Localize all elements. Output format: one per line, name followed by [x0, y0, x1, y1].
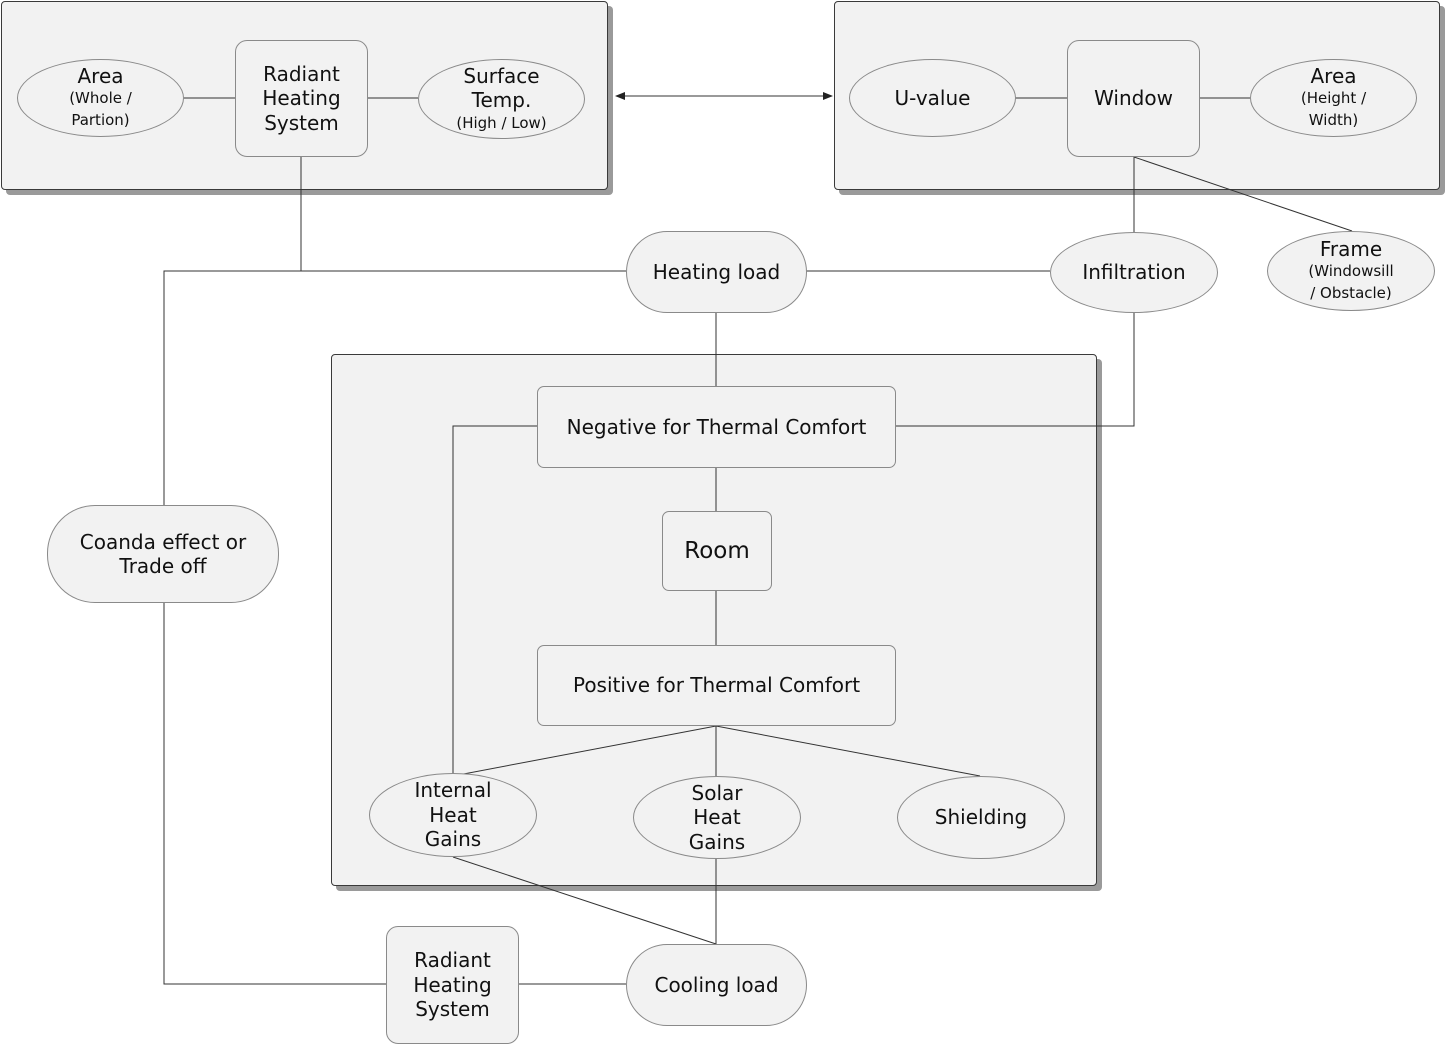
link-heating-coanda — [163, 270, 626, 505]
coanda-line-1: Coanda effect or — [79, 529, 247, 554]
infiltration-label: Infiltration — [1082, 260, 1186, 285]
infiltration-node: Infiltration — [1050, 232, 1218, 313]
window-area-detail-2: Width) — [1308, 111, 1359, 130]
radiant-heating-system-node: Radiant Heating System — [235, 40, 368, 157]
surface-title-1: Surface — [463, 63, 540, 88]
link-positive-shielding — [715, 725, 981, 777]
solar-line-1: Solar — [691, 780, 743, 805]
coanda-line-2: Trade off — [119, 554, 207, 578]
window-area-title: Area — [1310, 64, 1357, 89]
internal-heat-gains-node: Internal Heat Gains — [369, 773, 537, 857]
heating-load-node: Heating load — [626, 231, 807, 313]
solar-heat-gains-node: Solar Heat Gains — [633, 776, 801, 859]
area-detail-2: Partion) — [71, 111, 130, 130]
area-height-width-node: Area (Height / Width) — [1250, 59, 1417, 137]
u-value-label: U-value — [894, 85, 971, 110]
internal-line-3: Gains — [424, 827, 482, 852]
link-positive-internal — [452, 725, 717, 777]
window-node: Window — [1067, 40, 1200, 157]
link-infiltration-negative — [895, 313, 1135, 427]
u-value-node: U-value — [849, 59, 1016, 137]
surface-temp-node: Surface Temp. (High / Low) — [418, 59, 585, 139]
surface-title-2: Temp. — [471, 88, 532, 113]
solar-line-3: Gains — [688, 829, 746, 854]
frame-node: Frame (Windowsill / Obstacle) — [1267, 231, 1435, 311]
internal-line-1: Internal — [414, 778, 492, 803]
shielding-label: Shielding — [934, 805, 1028, 830]
radiant-heating-system-bottom-node: Radiant Heating System — [386, 926, 519, 1044]
window-label: Window — [1094, 86, 1173, 111]
window-area-detail-1: (Height / — [1300, 89, 1367, 108]
shielding-node: Shielding — [897, 776, 1065, 859]
cooling-load-node: Cooling load — [626, 944, 807, 1026]
frame-title: Frame — [1319, 237, 1383, 262]
radiant-line-1: Radiant — [263, 61, 340, 86]
internal-line-2: Heat — [429, 802, 477, 827]
radiant-line-3: System — [264, 110, 339, 135]
radiant-line-2: Heating — [262, 86, 341, 111]
link-window-frame — [1133, 156, 1353, 232]
solar-line-2: Heat — [693, 805, 741, 830]
coanda-effect-node: Coanda effect or Trade off — [47, 505, 279, 603]
area-title: Area — [77, 64, 124, 89]
area-detail-1: (Whole / — [69, 89, 132, 108]
link-coanda-radiant — [163, 603, 386, 985]
frame-detail-1: (Windowsill — [1308, 262, 1394, 281]
positive-label: Positive for Thermal Comfort — [572, 673, 861, 698]
room-label: Room — [684, 537, 750, 564]
link-internal-cooling — [452, 856, 717, 945]
negative-thermal-comfort-node: Negative for Thermal Comfort — [537, 386, 896, 468]
negative-label: Negative for Thermal Comfort — [566, 414, 867, 439]
heating-load-label: Heating load — [652, 259, 781, 284]
room-node: Room — [662, 511, 772, 591]
surface-detail: (High / Low) — [456, 113, 547, 132]
area-whole-partion-node: Area (Whole / Partion) — [17, 59, 184, 137]
positive-thermal-comfort-node: Positive for Thermal Comfort — [537, 645, 896, 726]
radiant-bottom-line-3: System — [415, 997, 490, 1022]
link-negative-internal — [452, 425, 537, 773]
radiant-bottom-line-2: Heating — [413, 972, 492, 997]
radiant-bottom-line-1: Radiant — [414, 948, 491, 973]
frame-detail-2: / Obstacle) — [1310, 284, 1392, 303]
cooling-load-label: Cooling load — [654, 972, 779, 997]
